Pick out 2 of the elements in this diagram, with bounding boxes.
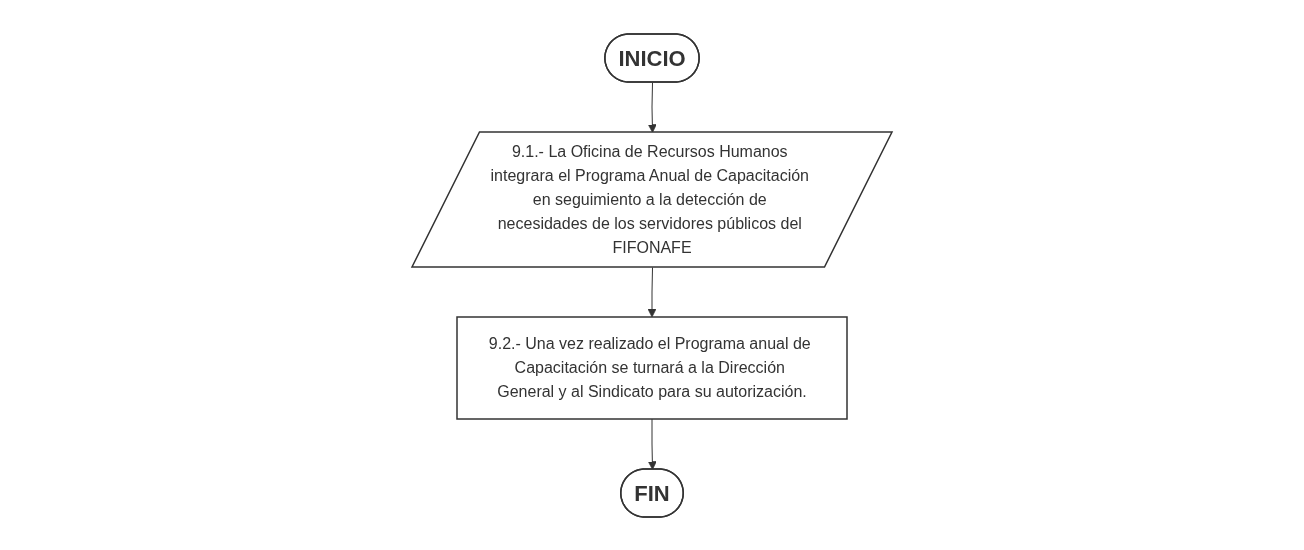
arrow [647,418,657,470]
node-box: 9.2.- Una vez realizado el Programa anual de Capacitación se turnará a la Dirección General y al Sindicato para su autorización. [456,315,848,420]
